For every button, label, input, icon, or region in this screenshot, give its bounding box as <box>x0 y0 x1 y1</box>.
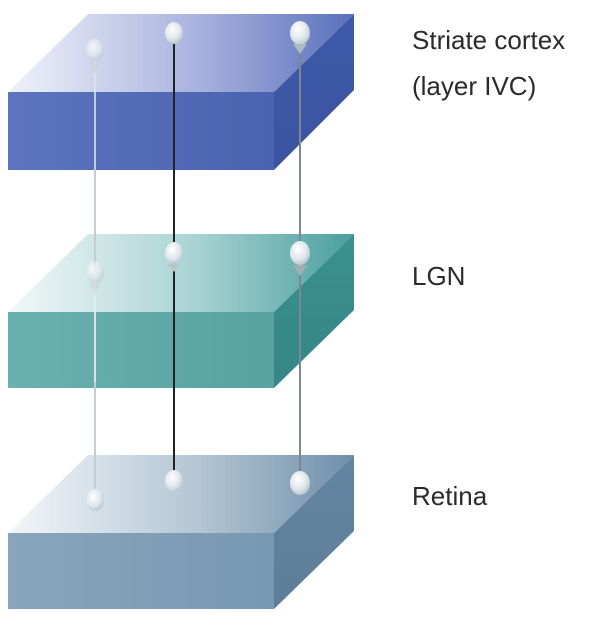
retina-side-face <box>274 455 354 609</box>
cortex-label-line2: (layer IVC) <box>412 71 537 101</box>
retina-label: Retina <box>412 481 488 511</box>
synapse-arrow-icon <box>89 62 101 74</box>
neuron-cell-icon <box>290 471 310 495</box>
neuron-cell-icon <box>165 470 183 492</box>
retina-neurons <box>86 470 310 511</box>
neuron-cell-icon <box>86 489 104 511</box>
cortex-neurons <box>86 21 310 74</box>
neuron-cell-icon <box>165 22 183 44</box>
cortex-front-face <box>8 92 274 170</box>
neuron-cell-icon <box>86 261 104 283</box>
cortex-side-face <box>274 14 354 170</box>
retina-front-face <box>8 533 274 609</box>
neuron-cell-icon <box>290 21 310 45</box>
lgn-side-face <box>274 234 354 388</box>
lgn-front-face <box>8 312 274 388</box>
neuron-cell-icon <box>86 39 104 61</box>
lgn-neurons <box>86 241 310 295</box>
synapse-arrow-icon <box>168 264 180 272</box>
synapse-arrow-icon <box>293 265 307 276</box>
neuron-cell-icon <box>165 242 183 264</box>
neuron-cell-icon <box>290 241 310 265</box>
cortex-label-line1: Striate cortex <box>412 25 566 55</box>
lgn-label: LGN <box>412 261 466 291</box>
synapse-arrow-icon <box>293 44 307 54</box>
synapse-arrow-icon <box>89 283 101 295</box>
